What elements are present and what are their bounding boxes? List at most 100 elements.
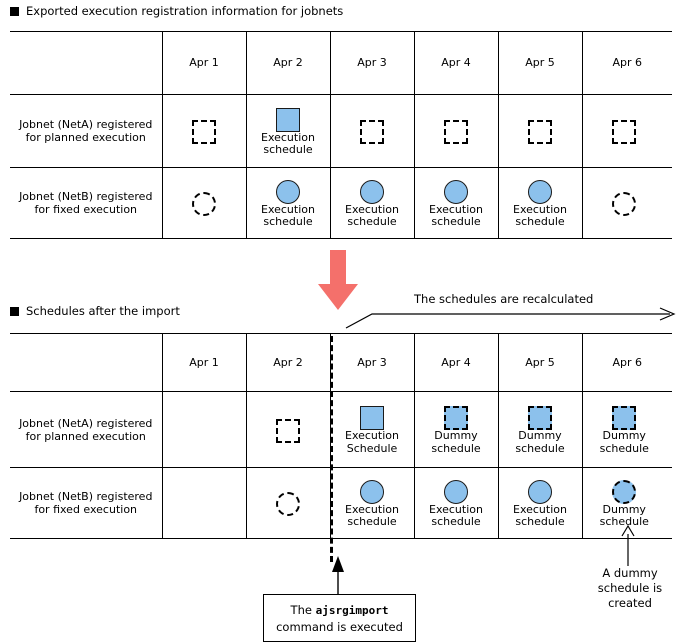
column-header-apr-2: Apr 2 <box>245 31 331 95</box>
cell-neta-apr-3 <box>329 94 415 168</box>
top-section-heading-text: Exported execution registration informat… <box>26 4 344 18</box>
cell-neta-apr-4: Dummy schedule <box>413 391 499 468</box>
row-label-neta-line2: for planned execution <box>25 429 146 443</box>
cell-netb-apr-2: Execution schedule <box>245 167 331 239</box>
caption-line2: schedule <box>431 515 481 528</box>
execution-schedule-circle-icon <box>444 179 468 204</box>
cell-netb-apr-3: Execution schedule <box>329 167 415 239</box>
dummy-note-line2: schedule is <box>597 581 663 595</box>
bottom-section-heading: Schedules after the import <box>10 304 180 318</box>
dummy-schedule-circle-icon <box>612 479 637 504</box>
caption-line2: schedule <box>599 441 649 455</box>
dashed-empty-square-icon <box>192 120 216 144</box>
row-label-neta-line2: for planned execution <box>25 131 146 144</box>
execution-schedule-circle-icon <box>528 479 552 504</box>
caption-line1: Dummy <box>434 429 478 442</box>
execution-schedule-circle-icon <box>444 479 468 504</box>
column-header-apr-1: Apr 1 <box>161 333 247 392</box>
cell-neta-apr-1 <box>161 391 247 468</box>
caption-line2: schedule <box>431 441 481 455</box>
cell-netb-apr-5: Execution schedule <box>497 167 583 239</box>
caption-line2: Schedule <box>346 441 398 455</box>
dashed-empty-square-icon <box>612 120 637 144</box>
caption-line2: schedule <box>515 215 565 228</box>
cell-neta-apr-5: Dummy schedule <box>497 391 583 468</box>
bullet-square-icon <box>10 306 19 316</box>
column-header-apr-6: Apr 6 <box>581 31 672 95</box>
table-row: Jobnet (NetA) registered for planned exe… <box>10 391 672 468</box>
row-label-netb-line2: for fixed execution <box>34 503 138 516</box>
caption-line1: Execution <box>429 202 483 216</box>
column-header-apr-3: Apr 3 <box>329 333 415 392</box>
caption-line1: Execution <box>345 202 399 216</box>
row-label-netb-line1: Jobnet (NetB) registered <box>19 490 153 503</box>
table-header-row: Apr 1 Apr 2 Apr 3 Apr 4 Apr 5 Apr 6 <box>10 31 672 95</box>
row-label-netb: Jobnet (NetB) registered for fixed execu… <box>10 167 163 239</box>
caption-line2: schedule <box>431 215 481 228</box>
row-label-neta-line1: Jobnet (NetA) registered <box>19 118 153 131</box>
caption-line1: Dummy <box>602 502 646 516</box>
dummy-note-line3: created <box>608 596 652 610</box>
cell-neta-apr-3: Execution Schedule <box>329 391 415 468</box>
recalculated-label: The schedules are recalculated <box>414 292 594 306</box>
caption-line1: Dummy <box>602 429 646 442</box>
caption-line1: Execution <box>345 429 399 442</box>
execution-schedule-circle-icon <box>360 179 384 204</box>
dashed-empty-square-icon <box>444 120 468 144</box>
dummy-schedule-note: A dummy schedule is created <box>580 566 680 611</box>
cell-netb-apr-2 <box>245 467 331 539</box>
row-label-neta: Jobnet (NetA) registered for planned exe… <box>10 391 163 468</box>
command-callout-box: The ajsrgimport command is executed <box>263 594 416 642</box>
cell-neta-apr-6 <box>581 94 672 168</box>
cell-netb-apr-1 <box>161 467 247 539</box>
after-import-schedule-table: Apr 1 Apr 2 Apr 3 Apr 4 Apr 5 Apr 6 Jobn… <box>10 333 672 539</box>
execution-schedule-circle-icon <box>528 179 552 204</box>
column-header-apr-4: Apr 4 <box>413 31 499 95</box>
column-header-apr-5: Apr 5 <box>497 333 583 392</box>
caption-line2: schedule <box>515 441 565 455</box>
column-header-apr-6: Apr 6 <box>581 333 672 392</box>
top-section-heading: Exported execution registration informat… <box>10 4 343 18</box>
column-header-apr-4: Apr 4 <box>413 333 499 392</box>
caption-line1: Execution <box>261 202 315 216</box>
table-row: Jobnet (NetB) registered for fixed execu… <box>10 467 672 539</box>
execution-schedule-circle-icon <box>360 479 384 504</box>
cell-netb-apr-4: Execution schedule <box>413 167 499 239</box>
dummy-note-line1: A dummy <box>602 566 658 580</box>
dummy-schedule-square-icon <box>612 406 637 430</box>
dummy-schedule-square-icon <box>444 406 468 430</box>
cell-netb-apr-3: Execution schedule <box>329 467 415 539</box>
cell-netb-apr-6: Dummy schedule <box>581 467 672 539</box>
red-down-arrow-icon <box>318 250 358 310</box>
execution-schedule-square-icon <box>276 107 300 132</box>
cell-neta-apr-6: Dummy schedule <box>581 391 672 468</box>
caption-line1: Dummy <box>518 429 562 442</box>
command-callout-line2: command is executed <box>276 619 403 634</box>
caption-line2: schedule <box>263 215 313 228</box>
row-label-neta-line1: Jobnet (NetA) registered <box>19 416 153 430</box>
table-row: Jobnet (NetB) registered for fixed execu… <box>10 167 672 239</box>
cell-netb-apr-6 <box>581 167 672 239</box>
cell-neta-apr-5 <box>497 94 583 168</box>
dashed-empty-circle-icon <box>612 192 637 216</box>
import-marker-dashed-line <box>330 336 333 562</box>
cell-neta-apr-4 <box>413 94 499 168</box>
dummy-note-arrow-icon <box>621 524 635 566</box>
table-row: Jobnet (NetA) registered for planned exe… <box>10 94 672 168</box>
cell-neta-apr-2 <box>245 391 331 468</box>
caption-line1: Execution <box>513 202 567 216</box>
header-corner-cell <box>10 333 163 392</box>
row-label-neta: Jobnet (NetA) registered for planned exe… <box>10 94 163 168</box>
command-callout-line1: The ajsrgimport <box>291 602 389 619</box>
caption-line2: schedule <box>515 515 565 528</box>
caption-line1: Execution <box>345 502 399 516</box>
dashed-empty-circle-icon <box>276 492 300 516</box>
command-callout-prefix: The <box>290 602 316 617</box>
caption-line2: schedule <box>263 143 313 156</box>
column-header-apr-2: Apr 2 <box>245 333 331 392</box>
dashed-empty-square-icon <box>528 120 552 144</box>
cell-netb-apr-5: Execution schedule <box>497 467 583 539</box>
caption-line1: Execution <box>513 502 567 516</box>
dashed-empty-circle-icon <box>192 192 216 216</box>
row-label-netb-line2: for fixed execution <box>34 203 138 216</box>
